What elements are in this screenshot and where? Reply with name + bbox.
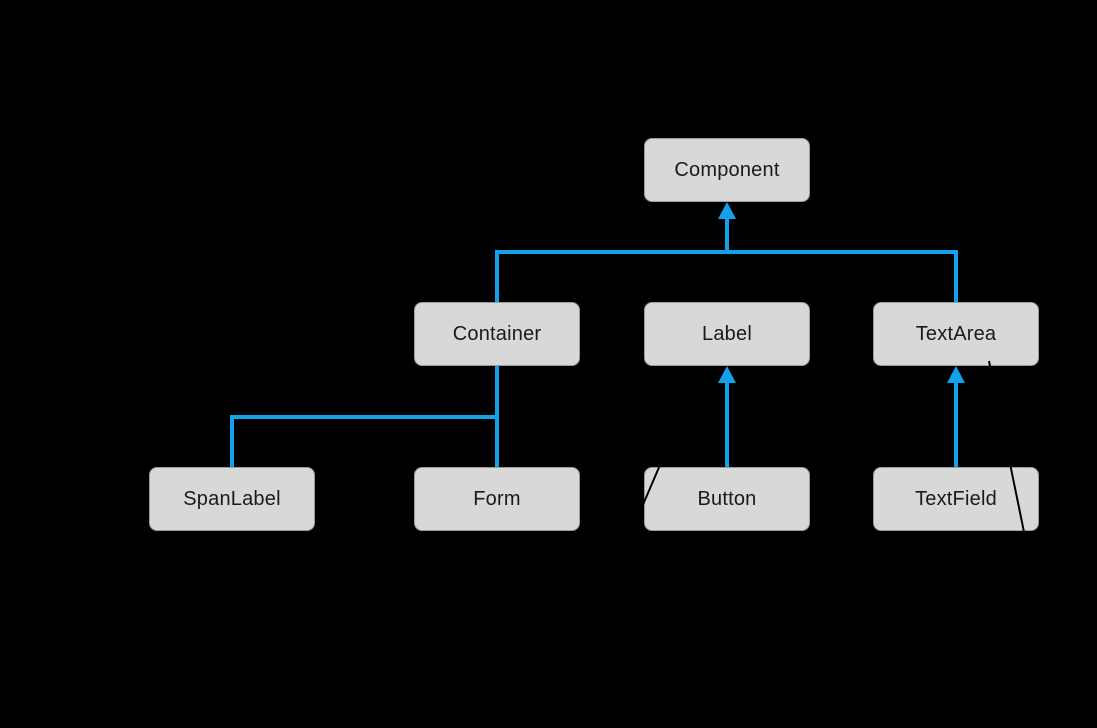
node-form-label: Form <box>473 487 521 510</box>
node-textarea: TextArea <box>873 302 1039 366</box>
connector-textfield-to-textarea <box>954 381 958 467</box>
node-textfield: TextField <box>873 467 1039 531</box>
arrowhead-into-textarea-icon <box>947 366 965 383</box>
node-container-label: Container <box>452 322 542 345</box>
arrowhead-into-component-icon <box>718 202 736 219</box>
connector-textarea-drop <box>954 250 958 302</box>
arrowhead-into-label-icon <box>718 366 736 383</box>
node-button-label: Button <box>697 487 757 510</box>
connector-button-to-label <box>725 381 729 467</box>
node-label-label: Label <box>702 322 752 345</box>
node-textarea-label: TextArea <box>915 322 997 345</box>
node-label: Label <box>644 302 810 366</box>
node-form: Form <box>414 467 580 531</box>
connector-left-rail <box>230 415 499 419</box>
connector-spanlabel-drop <box>230 415 234 467</box>
node-textfield-label: TextField <box>915 487 997 510</box>
connector-container-drop <box>495 250 499 302</box>
node-spanlabel-label: SpanLabel <box>183 487 281 510</box>
node-button: Button <box>644 467 810 531</box>
node-spanlabel: SpanLabel <box>149 467 315 531</box>
node-component-label: Component <box>674 158 780 181</box>
node-component: Component <box>644 138 810 202</box>
connector-component-stem <box>725 216 729 254</box>
node-container: Container <box>414 302 580 366</box>
